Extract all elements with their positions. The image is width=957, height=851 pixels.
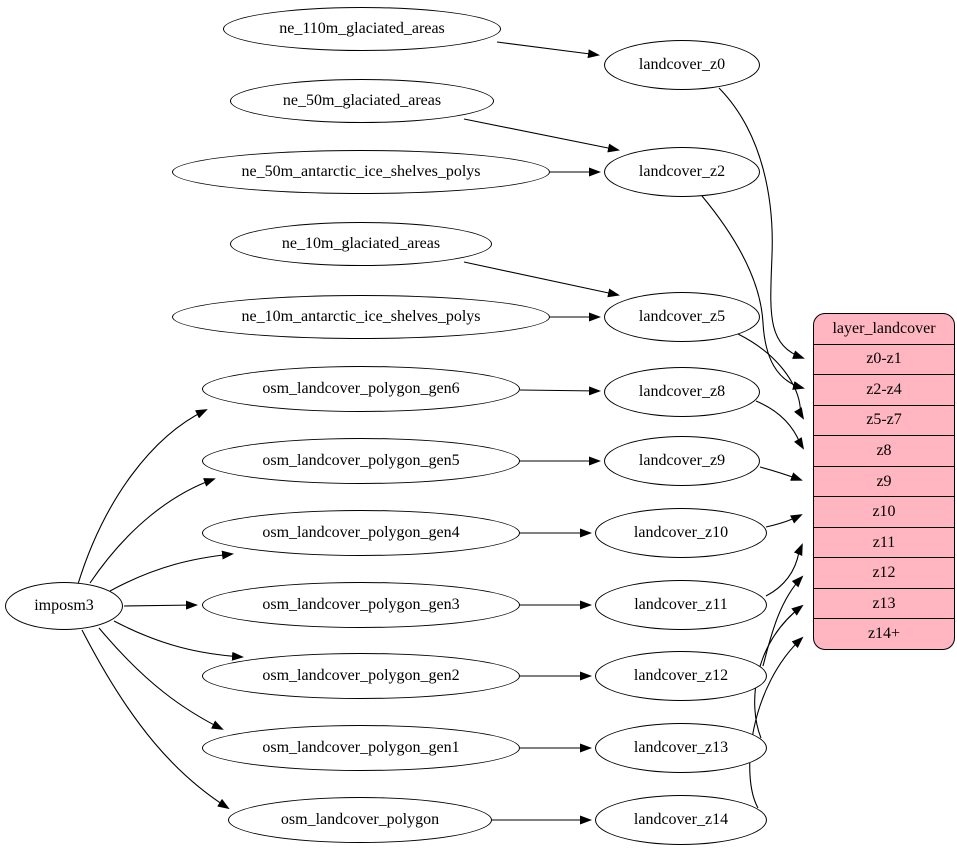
layer-landcover-table: layer_landcover z0-z1 z2-z4 z5-z7 z8 z9 … bbox=[813, 313, 955, 650]
table-row-z8: z8 bbox=[814, 435, 954, 466]
node-ne-110m-glaciated-areas: ne_110m_glaciated_areas bbox=[223, 7, 501, 51]
node-label: landcover_z11 bbox=[634, 596, 728, 613]
node-label: osm_landcover_polygon_gen6 bbox=[262, 380, 460, 397]
edge-ne10m-glaciated-to-z5 bbox=[463, 261, 620, 298]
edge-ne110m-to-z0 bbox=[496, 41, 600, 59]
node-label: osm_landcover_polygon bbox=[280, 811, 440, 828]
node-landcover-z2: landcover_z2 bbox=[604, 147, 760, 197]
node-label: landcover_z10 bbox=[633, 524, 729, 541]
edge-gen6-to-z8 bbox=[519, 386, 601, 396]
node-landcover-z9: landcover_z9 bbox=[604, 436, 760, 486]
edge-z2-to-row-z2-z4 bbox=[701, 195, 805, 390]
node-imposm3: imposm3 bbox=[5, 582, 123, 630]
table-row-z14plus: z14+ bbox=[814, 618, 954, 649]
node-label: ne_10m_glaciated_areas bbox=[281, 235, 441, 252]
node-label: landcover_z12 bbox=[633, 667, 729, 684]
edge-z12-to-row-z12 bbox=[762, 575, 804, 667]
node-label: landcover_z5 bbox=[638, 308, 726, 325]
edge-imposm3-to-gen4 bbox=[109, 550, 234, 592]
node-label: ne_50m_antarctic_ice_shelves_polys bbox=[241, 163, 481, 180]
table-row-z2-z4: z2-z4 bbox=[814, 374, 954, 405]
node-label: osm_landcover_polygon_gen3 bbox=[262, 596, 460, 613]
edge-imposm3-to-gen2 bbox=[113, 620, 244, 661]
table-row-z9: z9 bbox=[814, 465, 954, 497]
node-label: osm_landcover_polygon_gen5 bbox=[262, 452, 460, 469]
node-ne-10m-glaciated-areas: ne_10m_glaciated_areas bbox=[230, 222, 492, 266]
edge-z5-to-row-z5-z7 bbox=[737, 333, 805, 420]
node-label: osm_landcover_polygon_gen4 bbox=[262, 524, 460, 541]
node-label: osm_landcover_polygon_gen1 bbox=[262, 739, 460, 756]
node-imposm3-label: imposm3 bbox=[34, 597, 94, 614]
table-header: layer_landcover bbox=[832, 319, 936, 337]
node-label: ne_10m_antarctic_ice_shelves_polys bbox=[241, 308, 481, 325]
table-row-z12: z12 bbox=[814, 557, 954, 588]
edge-z10-to-row-z10 bbox=[765, 514, 803, 528]
node-osm-landcover-polygon: osm_landcover_polygon bbox=[228, 797, 492, 843]
node-ne-50m-antarctic-ice-shelves-polys: ne_50m_antarctic_ice_shelves_polys bbox=[172, 150, 550, 194]
edge-z9-to-row-z9 bbox=[759, 466, 803, 481]
table-row-z13: z13 bbox=[814, 587, 954, 619]
node-osm-landcover-polygon-gen2: osm_landcover_polygon_gen2 bbox=[202, 653, 520, 699]
node-label: landcover_z9 bbox=[638, 452, 726, 469]
table-row-z10: z10 bbox=[814, 496, 954, 527]
node-label: landcover_z2 bbox=[638, 163, 726, 180]
edge-imposm3-to-gen5 bbox=[89, 478, 216, 584]
table-row-z11: z11 bbox=[814, 526, 954, 558]
node-landcover-z10: landcover_z10 bbox=[595, 508, 767, 558]
node-label: landcover_z13 bbox=[633, 739, 729, 756]
edge-imposm3-to-gen3 bbox=[123, 600, 198, 610]
table-row-z5-z7: z5-z7 bbox=[814, 404, 954, 436]
node-landcover-z13: landcover_z13 bbox=[595, 723, 767, 773]
node-landcover-z0: landcover_z0 bbox=[604, 40, 760, 90]
node-landcover-z5: landcover_z5 bbox=[604, 292, 760, 342]
node-landcover-z12: landcover_z12 bbox=[595, 651, 767, 701]
node-label: landcover_z0 bbox=[638, 56, 726, 73]
node-osm-landcover-polygon-gen1: osm_landcover_polygon_gen1 bbox=[202, 725, 520, 771]
edge-imposm3-to-gen1 bbox=[98, 627, 224, 730]
node-ne-50m-glaciated-areas: ne_50m_glaciated_areas bbox=[230, 79, 494, 123]
node-osm-landcover-polygon-gen5: osm_landcover_polygon_gen5 bbox=[202, 438, 520, 484]
node-ne-10m-antarctic-ice-shelves-polys: ne_10m_antarctic_ice_shelves_polys bbox=[172, 295, 550, 339]
edge-z8-to-row-z8 bbox=[755, 400, 805, 450]
edge-z11-to-row-z11 bbox=[765, 543, 803, 597]
node-osm-landcover-polygon-gen3: osm_landcover_polygon_gen3 bbox=[202, 582, 520, 628]
edge-imposm3-to-polygon bbox=[81, 629, 230, 810]
node-label: landcover_z14 bbox=[633, 811, 729, 828]
node-osm-landcover-polygon-gen4: osm_landcover_polygon_gen4 bbox=[202, 510, 520, 556]
node-osm-landcover-polygon-gen6: osm_landcover_polygon_gen6 bbox=[202, 366, 520, 412]
table-row-z0-z1: z0-z1 bbox=[814, 343, 954, 375]
node-landcover-z14: landcover_z14 bbox=[595, 795, 767, 845]
edge-z14-to-row-z14plus bbox=[749, 636, 804, 809]
node-landcover-z8: landcover_z8 bbox=[604, 367, 760, 417]
node-label: ne_110m_glaciated_areas bbox=[279, 20, 445, 37]
node-label: ne_50m_glaciated_areas bbox=[282, 92, 442, 109]
node-landcover-z11: landcover_z11 bbox=[595, 580, 767, 630]
edge-imposm3-to-gen6 bbox=[77, 409, 208, 585]
edge-ne50m-glaciated-to-z2 bbox=[463, 118, 620, 153]
node-label: landcover_z8 bbox=[638, 383, 726, 400]
edge-z0-to-row-z0-z1 bbox=[718, 87, 805, 359]
node-label: osm_landcover_polygon_gen2 bbox=[262, 667, 460, 684]
